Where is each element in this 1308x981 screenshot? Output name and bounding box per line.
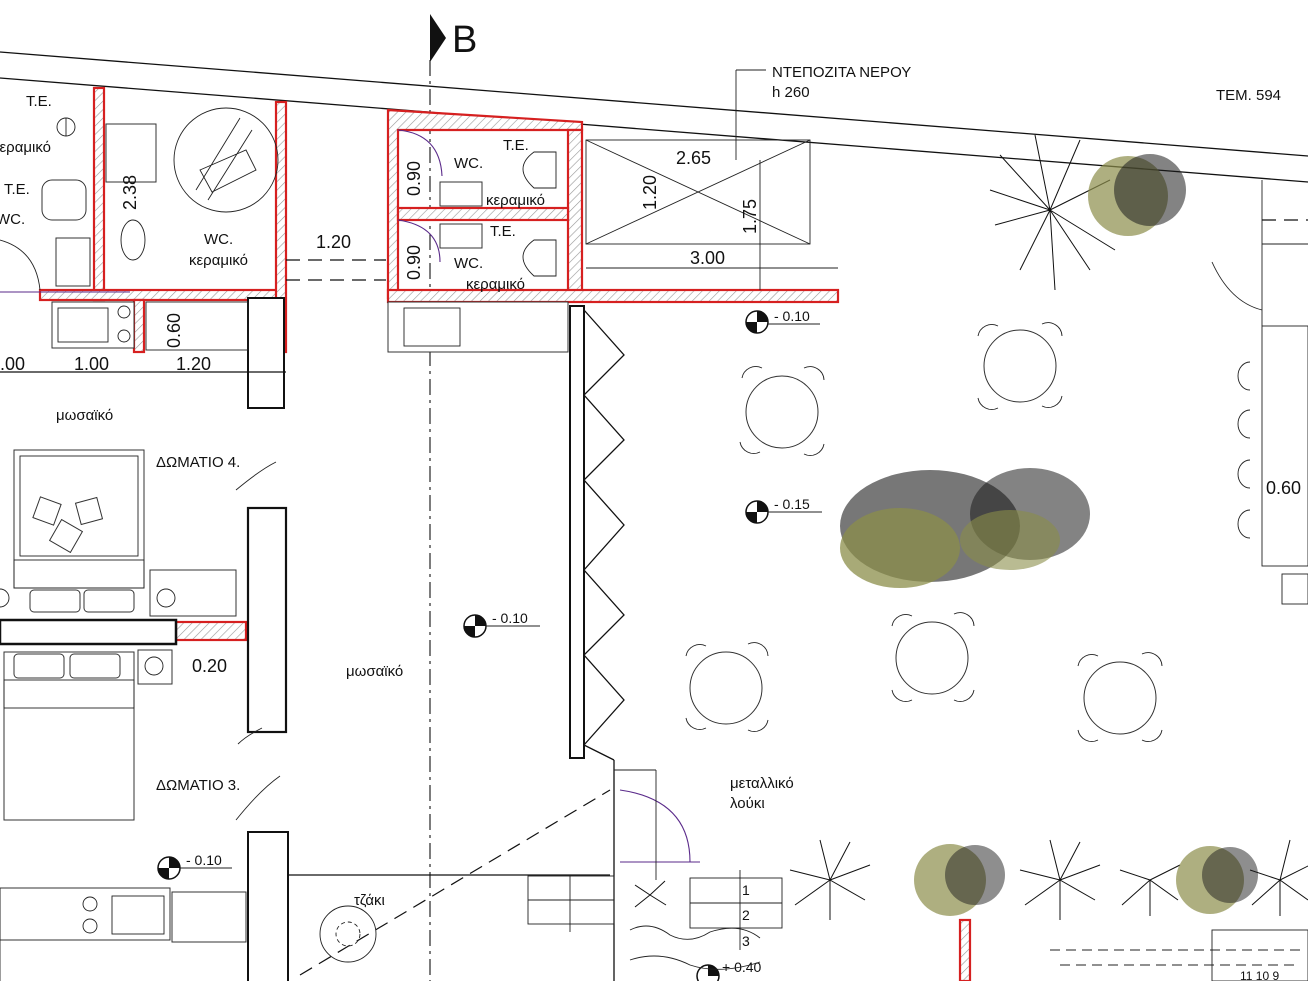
kitchenette xyxy=(0,887,247,981)
wc-accessible-ceramic: κεραμικό xyxy=(189,252,248,269)
level-marker-icon xyxy=(745,500,822,524)
table-set xyxy=(685,642,769,732)
dim-0-20: 0.20 xyxy=(192,656,227,676)
table-set xyxy=(891,612,975,702)
table-set xyxy=(1077,652,1163,742)
table-set xyxy=(739,366,825,456)
shrub-icon xyxy=(1202,847,1258,903)
fireplace-label: τζάκι xyxy=(354,892,385,909)
wc-left-edge: WC. xyxy=(0,211,25,228)
dim-3-00: 3.00 xyxy=(690,248,725,268)
room-3-label: ΔΩΜΑΤΙΟ 3. xyxy=(156,777,240,794)
level-room3: - 0.10 xyxy=(186,852,222,868)
water-tank-label: ΝΤΕΠΟΖΙΤΑ ΝΕΡΟΥ xyxy=(772,64,911,81)
level-tank: - 0.10 xyxy=(774,308,810,324)
ceramic-left-edge: κεραμικό xyxy=(0,139,51,156)
level-center: - 0.10 xyxy=(492,610,528,626)
shrub-icon xyxy=(945,845,1005,905)
room-4-label: ΔΩΜΑΤΙΟ 4. xyxy=(156,454,240,471)
shrub-cluster-icon xyxy=(840,468,1090,588)
bottom-stairs xyxy=(527,870,1308,981)
folding-door xyxy=(569,305,700,981)
mosaic-center: μωσαϊκό xyxy=(346,663,403,680)
hedge-plants-icon xyxy=(634,839,1308,920)
level-garden: - 0.15 xyxy=(774,496,810,512)
wc-upper-label: WC. xyxy=(454,155,483,172)
bench-chairs-right xyxy=(1237,325,1308,567)
shrub-icon xyxy=(1114,154,1186,226)
section-marker: B xyxy=(452,19,477,61)
stair-3: 3 xyxy=(742,933,750,949)
dim-1-20-tank: 1.20 xyxy=(640,175,660,210)
metal-gutter-1: μεταλλικό xyxy=(730,775,794,792)
dim-1-20-bottom: 1.20 xyxy=(176,354,211,374)
palm-plant-icon xyxy=(989,134,1116,291)
dim-2-65: 2.65 xyxy=(676,148,711,168)
dim-1-20-wall: 1.20 xyxy=(316,232,351,252)
fireplace xyxy=(319,905,377,963)
table-set xyxy=(977,322,1063,410)
dim-0-90-b: 0.90 xyxy=(404,245,424,280)
te-upper-label: Τ.Ε. xyxy=(503,137,529,154)
property-boundary xyxy=(0,51,1308,183)
bottom-right-numbers: 11 10 9 xyxy=(1240,969,1279,981)
bedroom-3 xyxy=(3,461,281,821)
dim-1-00-a: .00 xyxy=(0,354,25,374)
left-walls xyxy=(0,86,611,981)
stair-1: 1 xyxy=(742,882,750,898)
right-structure xyxy=(1211,180,1308,605)
te-left-top: Τ.Ε. xyxy=(26,93,52,110)
level-marker-icon xyxy=(745,310,820,334)
level-marker-icon xyxy=(463,614,540,638)
water-tank xyxy=(585,69,838,290)
dim-0-90-a: 0.90 xyxy=(404,161,424,196)
dim-2-38: 2.38 xyxy=(120,175,140,210)
dim-0-60-left: 0.60 xyxy=(164,313,184,348)
te-lower-label: Τ.Ε. xyxy=(490,223,516,240)
mosaic-top: μωσαϊκό xyxy=(56,407,113,424)
middle-wc-block xyxy=(386,108,840,353)
dim-1-75: 1.75 xyxy=(740,199,760,234)
ceramic-upper-label: κεραμικό xyxy=(486,192,545,209)
level-marker-icon xyxy=(157,856,232,880)
ceramic-lower-label: κεραμικό xyxy=(466,276,525,293)
dim-0-60-right: 0.60 xyxy=(1266,478,1301,498)
te-left-mid: Τ.Ε. xyxy=(4,181,30,198)
water-tank-height: h 260 xyxy=(772,84,810,101)
accessible-wc xyxy=(0,107,279,351)
bedroom-4 xyxy=(0,449,237,617)
plants xyxy=(634,134,1308,920)
dim-1-00-b: 1.00 xyxy=(74,354,109,374)
stair-2: 2 xyxy=(742,907,750,923)
wc-accessible-label: WC. xyxy=(204,231,233,248)
garden-tables xyxy=(685,322,1308,742)
wc-lower-label: WC. xyxy=(454,255,483,272)
plot-number: ΤΕΜ. 594 xyxy=(1216,87,1281,104)
metal-gutter-2: λούκι xyxy=(730,795,765,812)
level-markers xyxy=(157,310,822,981)
